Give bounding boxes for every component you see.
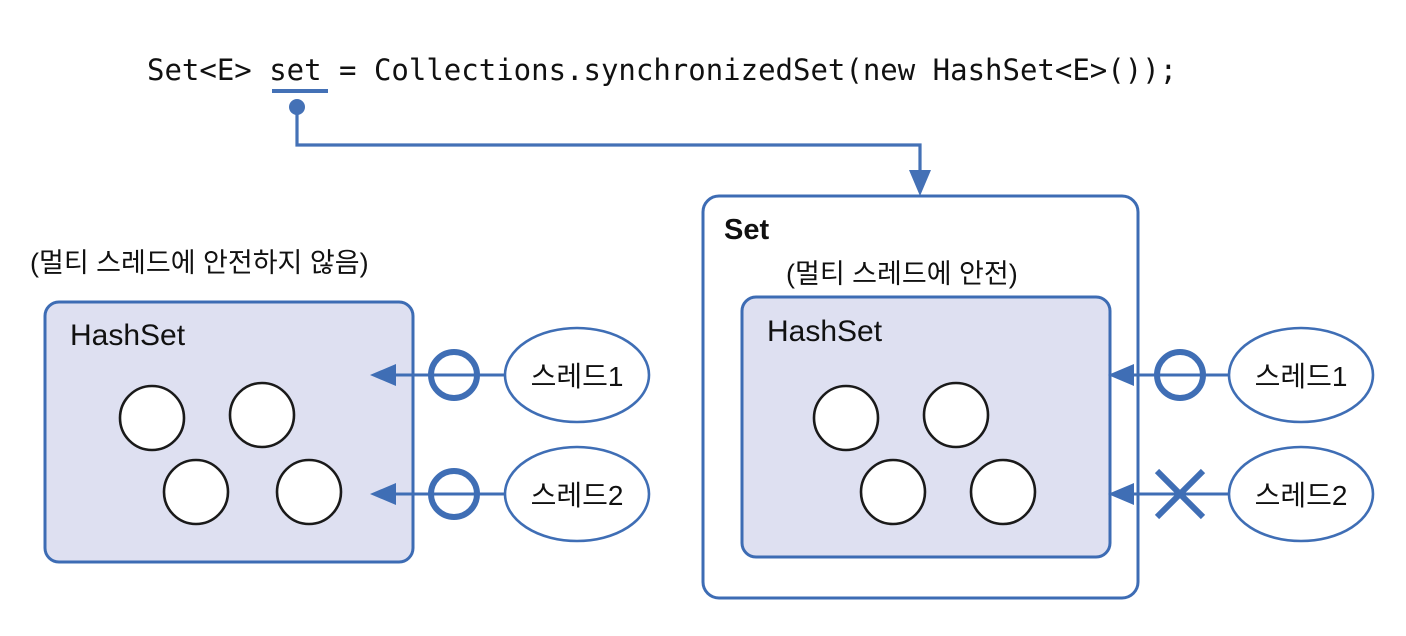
code-line: Set<E> set = Collections.synchronizedSet… — [147, 53, 1177, 87]
right-element-node — [859, 458, 927, 526]
left-element-node — [275, 458, 343, 526]
callout-connector — [295, 110, 922, 176]
left-thread2-label: 스레드2 — [531, 480, 624, 511]
right-element-node — [812, 384, 880, 452]
left-element-node — [118, 384, 186, 452]
right-thread2-x-cross-mark — [1154, 468, 1206, 520]
left-thread2-circle-o-mark — [428, 468, 480, 520]
right-thread2-label: 스레드2 — [1255, 480, 1348, 511]
right-set-label: Set — [724, 214, 769, 246]
left-element-node — [228, 381, 296, 449]
left-thread1-arrowhead — [370, 364, 396, 386]
callout-arrowhead — [909, 170, 931, 196]
right-thread1-label: 스레드1 — [1255, 361, 1348, 392]
left-caption: (멀티 스레드에 안전하지 않음) — [30, 248, 369, 278]
left-hashset-label: HashSet — [70, 319, 186, 352]
left-thread2-arrowhead — [370, 483, 396, 505]
right-caption: (멀티 스레드에 안전) — [786, 259, 1018, 289]
callout-dot — [289, 99, 305, 115]
right-element-node — [969, 458, 1037, 526]
right-thread2-ellipse[interactable] — [1227, 445, 1375, 543]
left-thread1-label: 스레드1 — [531, 361, 624, 392]
right-thread1-ellipse[interactable] — [1227, 326, 1375, 424]
right-thread1-arrowhead — [1108, 364, 1134, 386]
right-thread2-arrowhead — [1108, 483, 1134, 505]
right-thread1-circle-o-mark — [1154, 349, 1206, 401]
left-thread1-ellipse[interactable] — [503, 326, 651, 424]
right-element-node — [922, 381, 990, 449]
right-hashset-label: HashSet — [767, 315, 883, 348]
left-element-node — [162, 458, 230, 526]
left-thread2-ellipse[interactable] — [503, 445, 651, 543]
left-thread1-circle-o-mark — [428, 349, 480, 401]
